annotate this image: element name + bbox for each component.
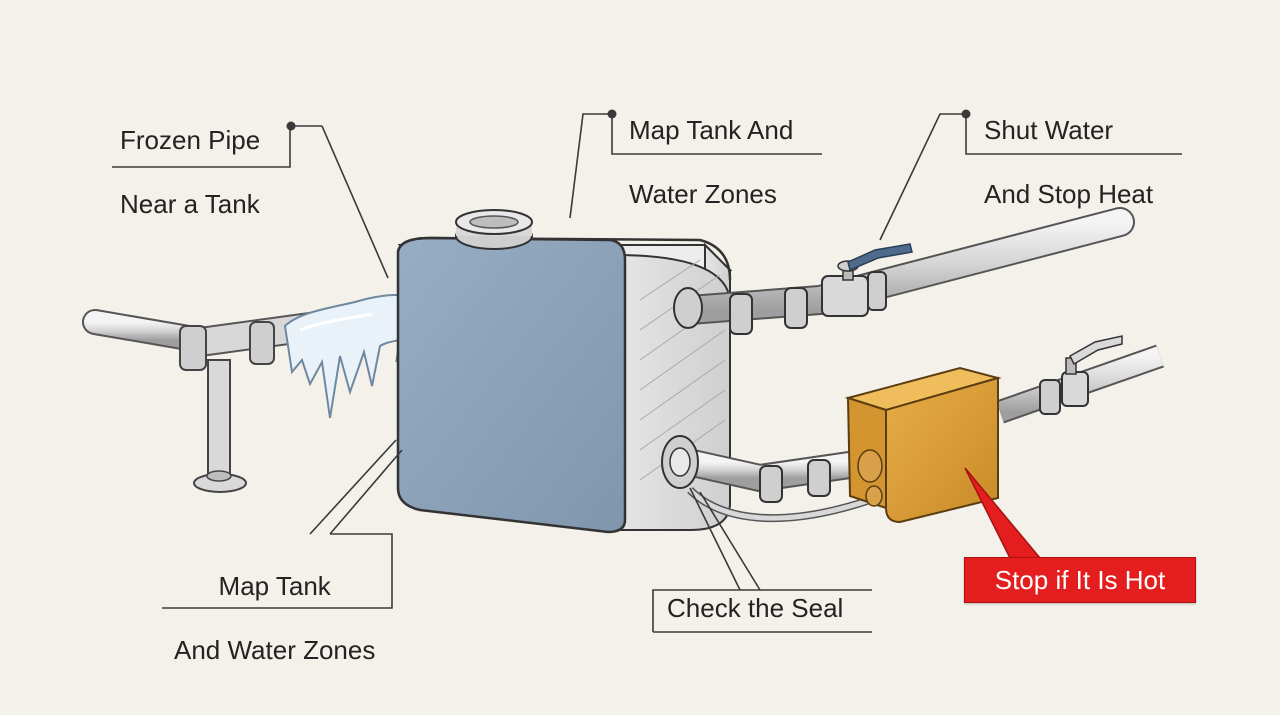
label-check-seal: Check the Seal — [667, 593, 844, 623]
shutoff-valve — [837, 243, 913, 281]
heater-box — [844, 366, 1002, 524]
label-map-tank-bottom-line-1: Map Tank — [218, 571, 331, 601]
leader-lines — [112, 109, 1182, 633]
label-frozen-pipe-line-2: Near a Tank — [120, 189, 260, 219]
tank-cap — [455, 209, 533, 250]
pipe-support — [193, 359, 247, 493]
label-map-tank-bottom: Map Tank And Water Zones — [174, 538, 375, 698]
label-shut-water-line-2: And Stop Heat — [984, 179, 1154, 209]
warning-pointer — [964, 467, 1042, 559]
label-map-tank-top-line-2: Water Zones — [629, 179, 777, 209]
label-map-tank-top: Map Tank And Water Zones — [629, 82, 793, 242]
label-frozen-pipe: Frozen Pipe Near a Tank — [120, 92, 260, 252]
lower-outlet-pipe — [661, 435, 873, 523]
label-map-tank-top-line-1: Map Tank And — [629, 115, 794, 145]
label-frozen-pipe-line-1: Frozen Pipe — [120, 125, 261, 155]
warning-label-stop-hot: Stop if It Is Hot — [964, 557, 1196, 603]
upper-outlet-pipe — [673, 207, 1135, 335]
label-map-tank-bottom-line-2: And Water Zones — [174, 635, 376, 665]
heater-inlet-pipe — [996, 335, 1164, 424]
label-shut-water: Shut Water And Stop Heat — [984, 82, 1153, 242]
label-shut-water-line-1: Shut Water — [984, 115, 1114, 145]
